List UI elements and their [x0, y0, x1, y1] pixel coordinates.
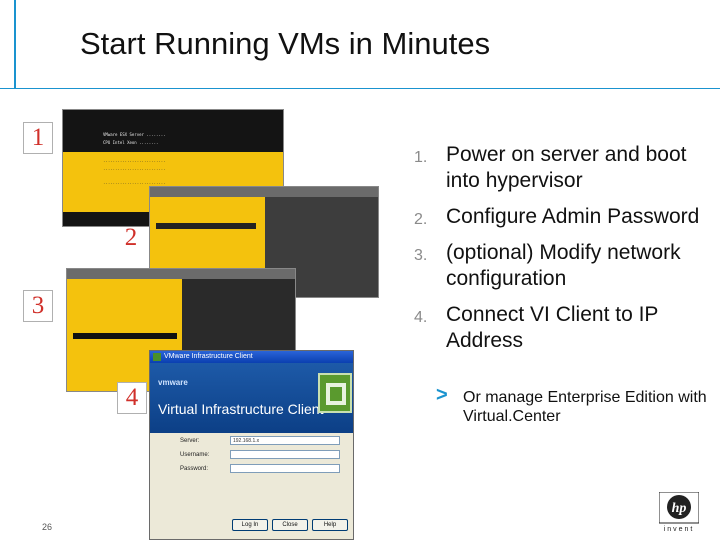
close-button[interactable]: Close [272, 519, 308, 531]
marker-3: 3 [23, 290, 53, 322]
step-item: 1. Power on server and boot into hypervis… [414, 142, 714, 194]
server-label: Server: [180, 438, 200, 444]
help-button[interactable]: Help [312, 519, 348, 531]
vmware-logo-icon [318, 373, 352, 413]
step-number: 2. [414, 211, 428, 228]
chevron-right-icon: > [436, 384, 448, 406]
top-rule [0, 88, 720, 89]
server-input[interactable]: 192.168.1.x [230, 436, 340, 445]
sub-bullet-text: Or manage Enterprise Edition with Virtua… [463, 389, 707, 425]
marker-1: 1 [23, 122, 53, 154]
step-text: (optional) Modify network configuration [446, 241, 681, 290]
username-label: Username: [180, 452, 210, 458]
vi-client-product-name: Virtual Infrastructure Client [158, 401, 324, 417]
step-item: 4. Connect VI Client to IP Address [414, 302, 714, 354]
password-label: Password: [180, 466, 209, 472]
step-item: 3. (optional) Modify network configuratio… [414, 240, 714, 292]
vi-client-window-title: VMware Infrastructure Client [164, 353, 253, 360]
hp-logo-text: hp [672, 501, 687, 516]
vmware-brand: vmware [158, 378, 188, 387]
hp-logo-icon: hp invent [659, 492, 699, 532]
left-rule [14, 0, 16, 89]
step-text: Power on server and boot into hypervisor [446, 143, 687, 192]
step-number: 4. [414, 309, 428, 326]
page-number: 26 [42, 522, 53, 532]
step-number: 3. [414, 247, 428, 264]
step-text: Configure Admin Password [446, 205, 700, 228]
marker-2: 2 [124, 224, 138, 251]
slide-title: Start Running VMs in Minutes [80, 26, 491, 61]
username-input[interactable] [230, 450, 340, 459]
marker-4: 4 [117, 382, 147, 414]
steps-list: 1. Power on server and boot into hypervis… [414, 142, 714, 364]
vi-client-window: VMware Infrastructure Client vmware Virt… [149, 350, 354, 540]
step-text: Connect VI Client to IP Address [446, 303, 659, 352]
login-button[interactable]: Log In [232, 519, 268, 531]
hp-logo-subtext: invent [664, 526, 695, 532]
app-icon [153, 353, 161, 361]
vi-client-titlebar: VMware Infrastructure Client [150, 351, 353, 363]
step-number: 1. [414, 149, 428, 166]
password-input[interactable] [230, 464, 340, 473]
step-item: 2. Configure Admin Password [414, 204, 714, 230]
